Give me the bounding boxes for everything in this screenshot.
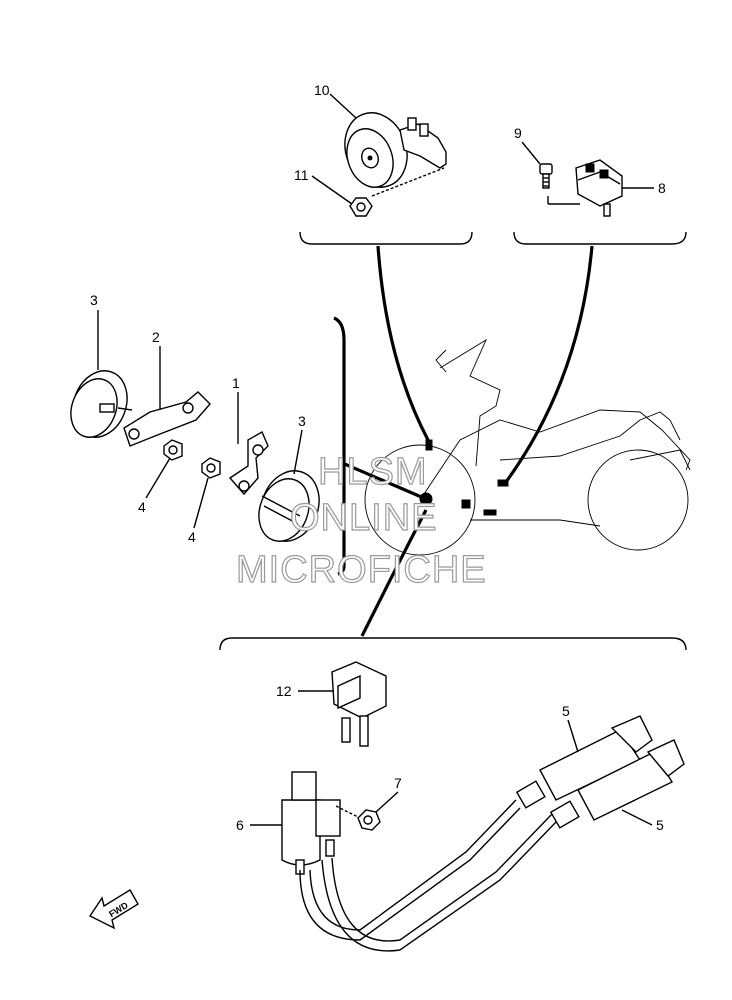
callout-number: 5 [656,817,664,833]
callout-number: 7 [394,775,402,791]
callout-number: 12 [276,683,292,699]
watermark: HLSM ONLINE MICROFICHE [235,450,487,591]
starter-relay-part [331,661,387,747]
callout-number: 8 [658,180,666,196]
callout-number: 1 [232,375,240,391]
callout-5-upper: 5 [562,703,579,753]
callout-11: 11 [294,167,353,205]
ignition-group-box [219,637,687,651]
horn-leader [376,245,430,441]
horn-disc-lower [258,470,320,542]
horn-part [344,112,447,197]
callout-4-lower: 4 [188,477,209,545]
callout-12: 12 [276,683,334,699]
callout-2: 2 [152,329,161,410]
bracket-lower [228,431,269,496]
ignition-coil-part [281,771,361,875]
spark-plug-lead-upper [299,715,653,941]
callout-10: 10 [314,82,357,119]
coil-nut-part [357,809,381,831]
horn-disc-upper [70,370,133,438]
callout-number: 5 [562,703,570,719]
nut-upper [163,439,183,461]
callout-number: 4 [188,529,196,545]
callout-number: 3 [90,292,98,308]
motorcycle-outline [339,338,691,637]
ignition-leader [360,509,428,637]
horn-detail-box [299,231,473,245]
callout-8: 8 [622,180,666,196]
spark-plug-lead-lower [321,739,685,952]
callout-number: 6 [236,817,244,833]
horn-nut-part [349,197,373,217]
callout-5-lower: 5 [621,809,664,833]
watermark-line-3: MICROFICHE [236,549,487,591]
callout-3-upper: 3 [90,292,99,370]
callout-9: 9 [514,125,541,165]
callout-number: 2 [152,329,160,345]
nut-lower [201,457,221,479]
callout-number: 11 [294,167,309,183]
callout-number: 9 [514,125,522,141]
callout-1: 1 [232,375,240,444]
callout-6: 6 [236,817,282,833]
watermark-line-2: ONLINE [290,497,437,539]
callout-7: 7 [375,775,402,813]
relay-detail-box [513,231,687,245]
callout-4-upper: 4 [138,457,171,515]
callout-number: 10 [314,82,330,98]
watermark-line-1: HLSM [318,451,428,493]
bracket-upper [123,391,211,447]
callout-number: 3 [298,413,306,429]
bolt-part [539,163,553,189]
callout-number: 4 [138,499,146,515]
horn-group-bracket [333,316,346,576]
relay-leader [504,245,594,483]
callout-3-lower: 3 [293,413,306,475]
relay-part [547,159,623,217]
forward-arrow-icon: FWD [88,889,139,930]
